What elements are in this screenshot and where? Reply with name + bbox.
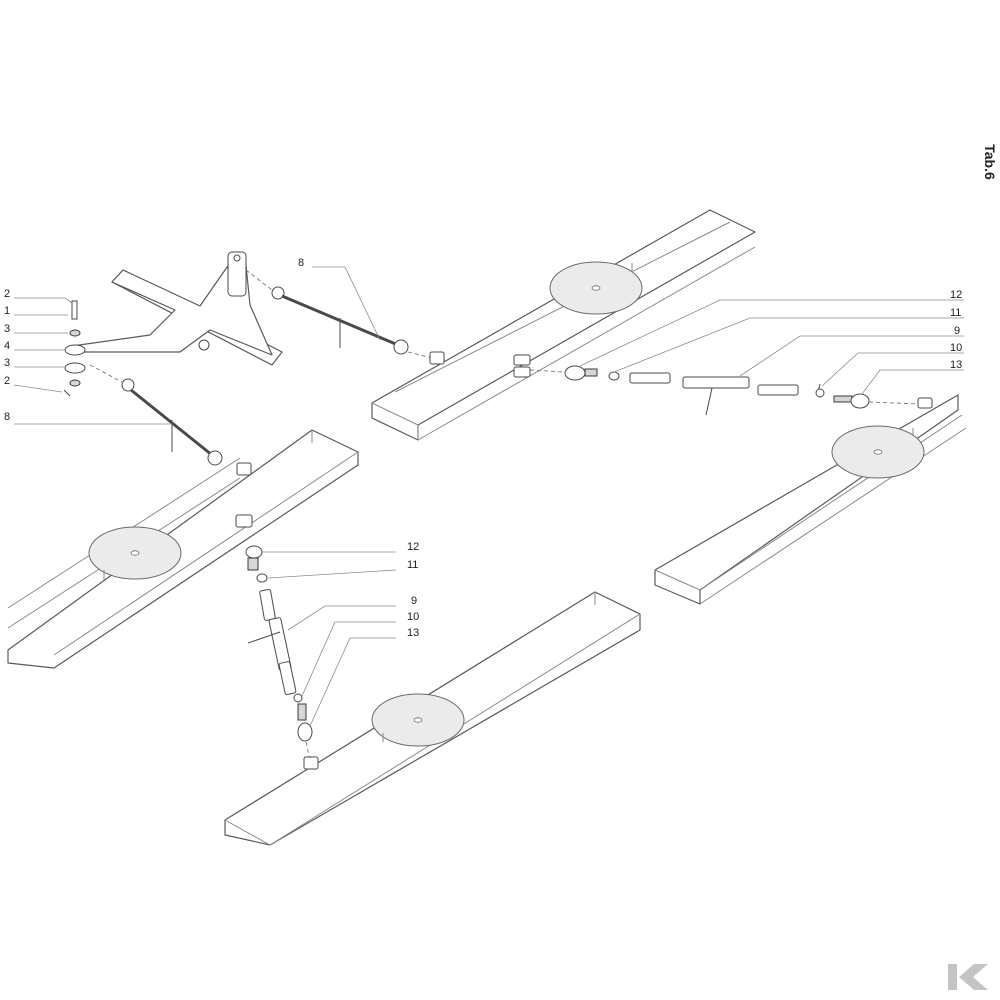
wing-nut — [815, 388, 825, 398]
beam-right — [654, 394, 967, 605]
bracket — [917, 397, 933, 409]
callout-lower-2: 9 — [411, 595, 417, 607]
callout-top-left-6: 8 — [4, 411, 10, 423]
callout-right-1: 11 — [950, 307, 961, 319]
beam-top-right — [371, 209, 756, 441]
hitch-frame — [64, 251, 283, 374]
callout-lower-3: 10 — [407, 611, 419, 623]
callout-top-left-1: 1 — [4, 305, 10, 317]
pivot-bracket — [227, 251, 247, 297]
rod-end — [564, 365, 586, 381]
callout-lower-1: 11 — [407, 559, 418, 571]
rod-end — [297, 722, 313, 742]
bracket — [513, 354, 531, 366]
rod-eye — [271, 286, 285, 300]
callout-top-left-4: 3 — [4, 357, 10, 369]
rod-end — [850, 393, 870, 409]
callout-right-0: 12 — [950, 289, 962, 301]
callout-labels: 2 1 3 4 3 2 8 8 12 11 9 10 13 12 11 9 10… — [4, 257, 962, 639]
callout-right-2: 9 — [954, 325, 960, 337]
rod-eye — [207, 450, 223, 466]
callout-top-left-5: 2 — [4, 375, 10, 387]
sleeve — [259, 589, 276, 621]
lock-nut — [608, 371, 620, 381]
washer — [69, 329, 81, 337]
leader-lines — [13, 266, 964, 727]
washer — [69, 379, 81, 387]
callout-right-4: 13 — [950, 359, 962, 371]
bracket — [303, 756, 319, 770]
callout-lower-0: 12 — [407, 541, 419, 553]
callout-top-left-0: 2 — [4, 288, 10, 300]
callout-lower-4: 13 — [407, 627, 419, 639]
lower-assembly — [235, 514, 319, 770]
wing-nut — [293, 693, 303, 703]
lock-nut — [256, 573, 268, 583]
callout-top-left-3: 4 — [4, 340, 10, 352]
callout-top-rod: 8 — [298, 257, 304, 269]
bracket — [236, 462, 252, 476]
pin-stack — [63, 300, 81, 397]
sleeve — [629, 372, 671, 384]
rod-end — [245, 545, 263, 559]
callout-right-3: 10 — [950, 342, 962, 354]
beam-left — [7, 429, 359, 669]
beam-bottom — [224, 591, 641, 846]
rod-eye — [121, 378, 135, 392]
bracket — [429, 351, 445, 365]
rod-eye — [393, 339, 409, 355]
turnbuckle-left — [89, 364, 252, 476]
tube — [682, 376, 750, 389]
pivot-pin — [198, 339, 210, 351]
callout-top-left-2: 3 — [4, 323, 10, 335]
pin — [71, 300, 78, 320]
right-assembly — [513, 354, 933, 416]
k-logo-icon — [948, 964, 988, 990]
bracket — [235, 514, 253, 528]
